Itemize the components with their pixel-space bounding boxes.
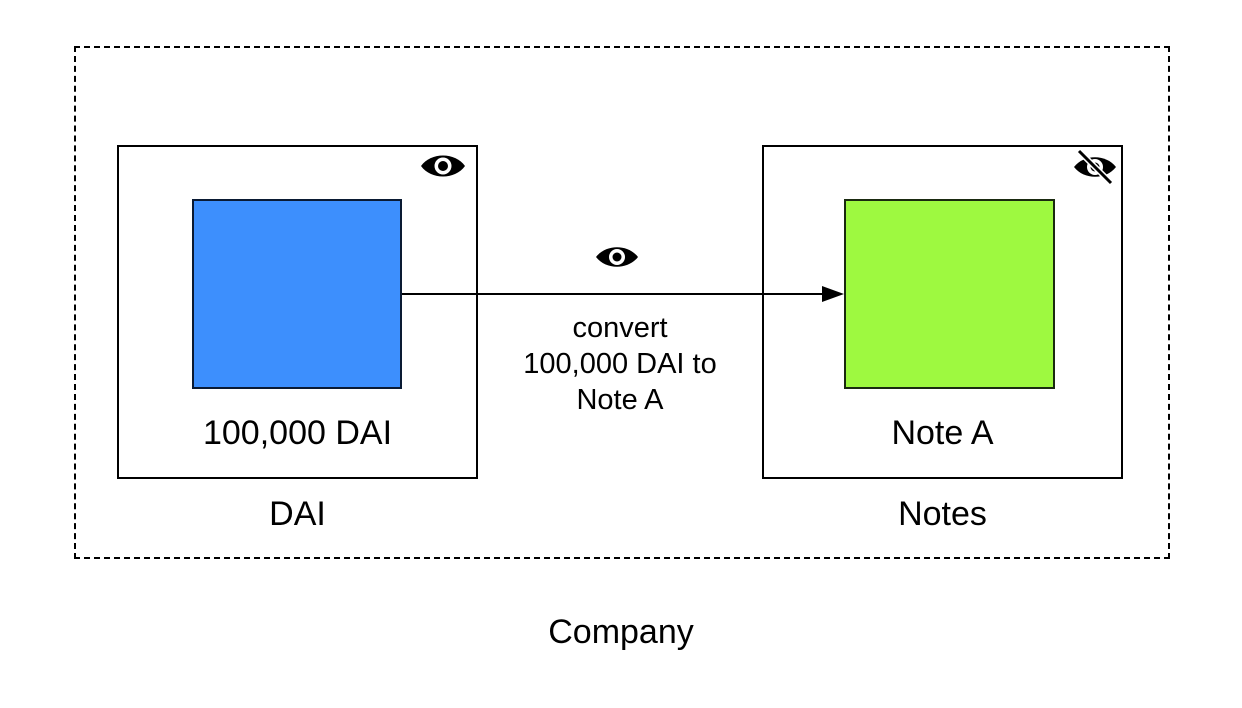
conversion-arrow — [402, 286, 844, 302]
company-label: Company — [548, 613, 694, 651]
conversion-label: convert 100,000 DAI to Note A — [478, 310, 762, 418]
conversion-label-line: 100,000 DAI to — [523, 348, 717, 380]
note-a-asset-block — [844, 199, 1055, 389]
dai-asset-label: 100,000 DAI — [202, 414, 393, 452]
note-a-asset-label: Note A — [891, 414, 994, 452]
conversion-label-line: convert — [572, 312, 668, 344]
notes-group-label: Notes — [898, 495, 987, 533]
conversion-label-line: Note A — [576, 384, 664, 416]
eye-icon — [421, 155, 465, 177]
dai-group-label: DAI — [269, 495, 326, 533]
eye-icon — [596, 247, 638, 267]
company-boundary — [74, 46, 1170, 559]
dai-asset-block — [192, 199, 402, 389]
eye-slash-icon — [1074, 148, 1116, 186]
